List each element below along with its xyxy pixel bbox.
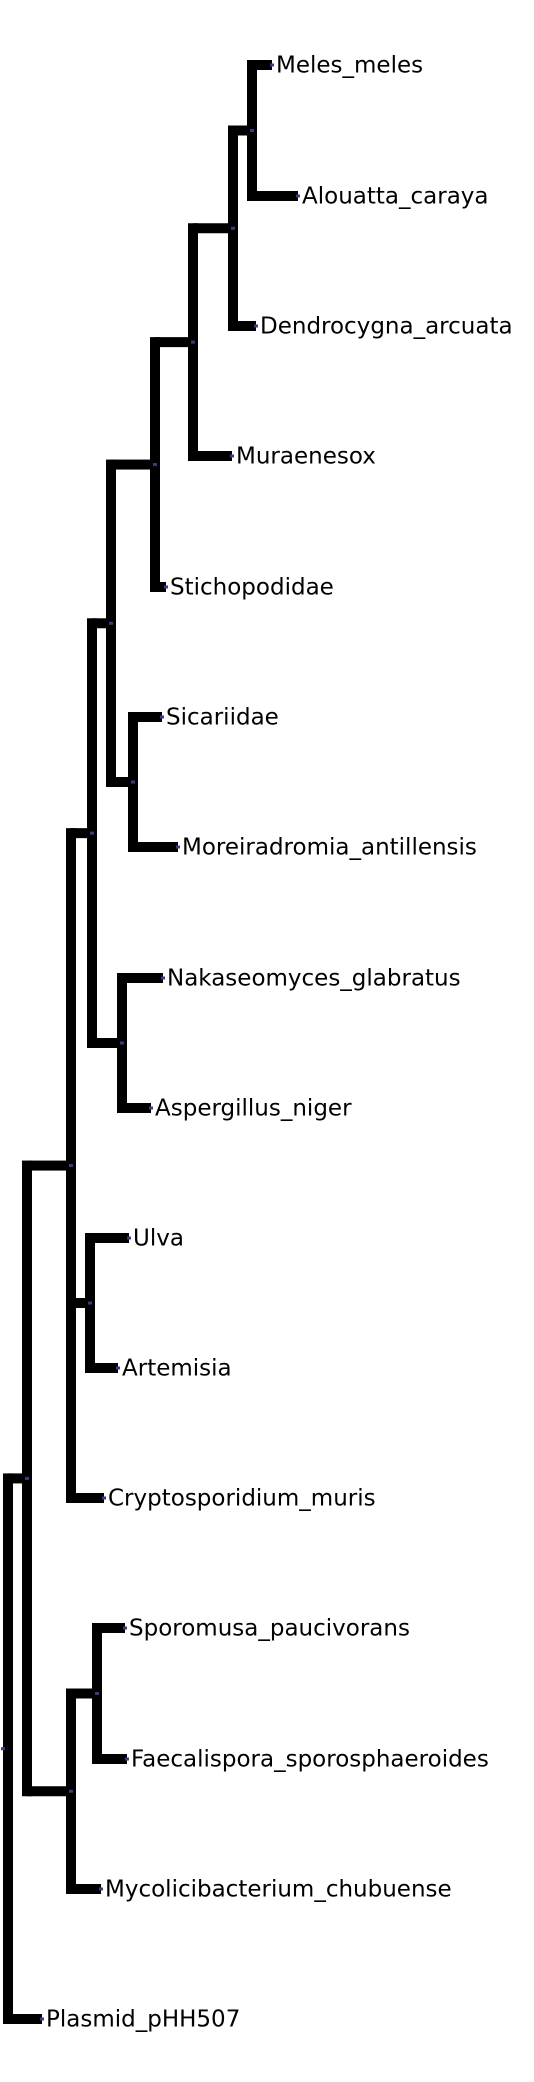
- branch-horizontal-faecalispora: [97, 1754, 127, 1764]
- node-marker-n1: [250, 129, 254, 132]
- node-marker-plasmid: [40, 2017, 44, 2021]
- node-marker-cryptosporidium: [102, 1496, 106, 1500]
- branch-horizontal-meles: [252, 60, 272, 70]
- node-marker-sicariidae: [160, 715, 164, 719]
- node-marker-n6: [109, 621, 113, 625]
- node-marker-root: [1, 1747, 5, 1751]
- node-marker-n13: [25, 1476, 29, 1480]
- leaf-label-faecalispora: Faecalispora_sporosphaeroides: [131, 1747, 489, 1773]
- leaf-label-moreiradromia: Moreiradromia_antillensis: [182, 835, 477, 861]
- branch-horizontal-n11: [71, 1688, 97, 1699]
- leaf-label-sporomusa: Sporomusa_paucivorans: [129, 1616, 410, 1642]
- branch-horizontal-stichopodidae: [155, 582, 166, 592]
- node-marker-muraenesox: [230, 454, 234, 458]
- leaf-label-artemisia: Artemisia: [122, 1356, 232, 1382]
- node-marker-aspergillus: [149, 1106, 153, 1110]
- branch-horizontal-n6: [92, 618, 111, 629]
- node-marker-n2: [231, 226, 235, 230]
- branch-vertical-n14: [3, 1473, 13, 2024]
- node-marker-n12: [69, 1789, 73, 1793]
- node-marker-artemisia: [116, 1366, 120, 1370]
- node-marker-n4: [153, 463, 157, 467]
- leaf-label-mycolicibacterium: Mycolicibacterium_chubuense: [105, 1877, 452, 1903]
- node-marker-sporomusa: [123, 1626, 127, 1630]
- node-marker-n11: [95, 1692, 99, 1695]
- branch-horizontal-ulva: [90, 1233, 129, 1243]
- leaf-label-dendrocygna: Dendrocygna_arcuata: [260, 314, 513, 340]
- leaf-label-nakaseomyces: Nakaseomyces_glabratus: [167, 966, 461, 992]
- leaf-label-alouatta: Alouatta_caraya: [302, 184, 489, 210]
- node-marker-n3: [191, 340, 195, 344]
- node-marker-faecalispora: [125, 1757, 129, 1761]
- branch-horizontal-artemisia: [90, 1363, 118, 1373]
- branch-horizontal-n12: [27, 1786, 71, 1797]
- branch-horizontal-cryptosporidium: [71, 1493, 104, 1503]
- leaf-label-meles: Meles_meles: [276, 53, 423, 79]
- branch-horizontal-moreiradromia: [133, 842, 178, 852]
- tree-node-markers: [1, 63, 300, 2021]
- leaf-label-cryptosporidium: Cryptosporidium_muris: [108, 1486, 376, 1512]
- node-marker-moreiradromia: [176, 845, 180, 849]
- branch-horizontal-alouatta: [252, 191, 298, 201]
- branch-horizontal-n5: [111, 777, 133, 787]
- node-marker-meles: [270, 63, 274, 67]
- branch-horizontal-n1: [233, 125, 252, 136]
- leaf-label-sicariidae: Sicariidae: [166, 705, 279, 731]
- branch-horizontal-n9: [71, 1298, 90, 1308]
- branch-horizontal-plasmid: [8, 2014, 42, 2024]
- node-marker-n5: [131, 780, 135, 784]
- node-marker-stichopodidae: [164, 585, 168, 589]
- tree-branches: [3, 60, 298, 2024]
- tree-leaf-labels: Meles_meles Alouatta_caraya Dendrocygna_…: [46, 53, 513, 2033]
- node-marker-nakaseomyces: [161, 976, 165, 980]
- node-marker-alouatta: [296, 194, 300, 198]
- branch-horizontal-n10: [27, 1160, 71, 1171]
- branch-horizontal-sporomusa: [97, 1623, 125, 1633]
- node-marker-ulva: [127, 1236, 131, 1240]
- leaf-label-plasmid: Plasmid_pHH507: [46, 2007, 240, 2033]
- branch-horizontal-n4: [111, 459, 155, 470]
- leaf-label-stichopodidae: Stichopodidae: [170, 575, 334, 601]
- branch-horizontal-n2: [193, 223, 233, 234]
- branch-horizontal-aspergillus: [122, 1103, 151, 1113]
- branch-horizontal-n8: [71, 828, 92, 839]
- branch-horizontal-mycolicibacterium: [71, 1884, 101, 1894]
- node-marker-n10: [69, 1164, 73, 1168]
- branch-horizontal-nakaseomyces: [122, 973, 163, 983]
- branch-horizontal-n7: [92, 1038, 122, 1048]
- leaf-label-ulva: Ulva: [133, 1226, 184, 1252]
- branch-horizontal-sicariidae: [133, 712, 162, 722]
- branch-horizontal-n3: [155, 337, 193, 348]
- node-marker-dendrocygna: [254, 324, 258, 328]
- leaf-label-aspergillus: Aspergillus_niger: [155, 1096, 352, 1122]
- branch-horizontal-muraenesox: [193, 451, 232, 461]
- node-marker-n8: [90, 831, 94, 835]
- branch-horizontal-dendrocygna: [233, 321, 256, 331]
- node-marker-mycolicibacterium: [99, 1887, 103, 1891]
- node-marker-n7: [120, 1041, 124, 1045]
- branch-horizontal-n13: [8, 1473, 27, 1484]
- leaf-label-muraenesox: Muraenesox: [236, 444, 376, 470]
- node-marker-n9: [88, 1301, 92, 1305]
